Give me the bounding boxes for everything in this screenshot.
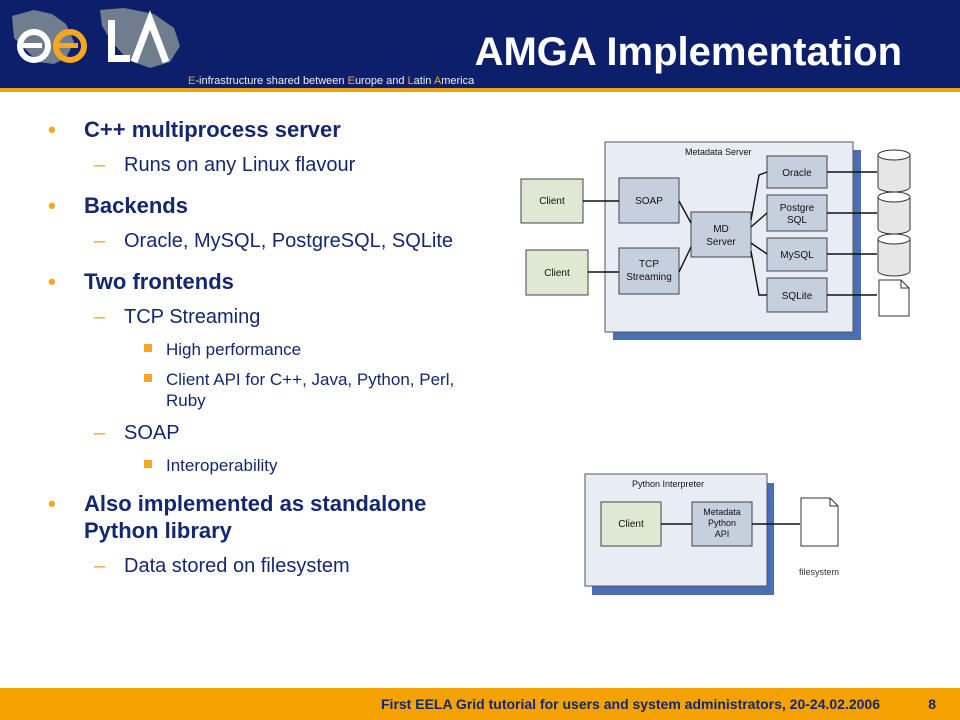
database-icon xyxy=(877,149,911,193)
sub-bullet-item: –Data stored on filesystem xyxy=(94,555,350,577)
header-divider xyxy=(0,88,960,92)
pg-label-line1: Postgre xyxy=(780,203,815,214)
sqlite-label: SQLite xyxy=(782,291,813,302)
python-library-diagram: Python Interpreter Client Metadata Pytho… xyxy=(584,473,839,595)
database-icon xyxy=(877,233,911,277)
postgresql-box xyxy=(766,194,828,232)
sub-bullet-item: –Oracle, MySQL, PostgreSQL, SQLite xyxy=(94,230,454,252)
api-label-line3: API xyxy=(715,529,730,539)
sub-sub-bullet-item: High performance xyxy=(44,339,484,360)
bullet-dash: – xyxy=(94,154,106,176)
bullet-list: •C++ multiprocess server –Runs on any Li… xyxy=(44,108,484,579)
pg-label-line2: SQL xyxy=(787,215,807,226)
tcp-streaming-box xyxy=(618,247,680,295)
bullet-dash: – xyxy=(94,306,106,328)
bullet-dash: – xyxy=(94,422,106,444)
md-label-line2: Server xyxy=(706,237,736,248)
interpreter-label: Python Interpreter xyxy=(632,479,704,489)
oracle-label: Oracle xyxy=(782,168,812,179)
slide-title: AMGA Implementation xyxy=(474,30,902,74)
metadata-server-diagram: Metadata Server Client Client SOAP TCP S… xyxy=(520,141,911,340)
bullet-square xyxy=(144,344,152,352)
footer-bar: First EELA Grid tutorial for users and s… xyxy=(0,688,960,720)
bullet-item: •C++ multiprocess server xyxy=(48,117,341,142)
api-label-line2: Python xyxy=(708,518,736,528)
python-api-box xyxy=(691,501,753,547)
oracle-box xyxy=(766,155,828,189)
bullet-item: •Also implemented as standalone Python l… xyxy=(48,491,427,543)
tcp-label-line2: Streaming xyxy=(626,272,672,283)
sub-bullet-item: –TCP Streaming xyxy=(94,306,261,328)
file-icon xyxy=(800,497,839,547)
bullet-item: •Two frontends xyxy=(48,269,234,294)
bullet-item: •Backends xyxy=(48,193,188,218)
client-box xyxy=(525,249,589,296)
soap-label: SOAP xyxy=(635,196,663,207)
client-label: Client xyxy=(544,268,570,279)
mysql-label: MySQL xyxy=(780,250,814,261)
client-box xyxy=(520,178,584,224)
bullet-dot: • xyxy=(48,491,56,516)
filesystem-label: filesystem xyxy=(799,567,839,577)
tagline: E-infrastructure shared between Europe a… xyxy=(188,75,475,87)
bullet-dot: • xyxy=(48,193,56,218)
bullet-dash: – xyxy=(94,555,106,577)
sub-bullet-item: –Runs on any Linux flavour xyxy=(94,154,356,176)
server-label: Metadata Server xyxy=(685,147,752,157)
file-icon xyxy=(878,279,910,317)
client-label: Client xyxy=(618,519,644,530)
bullet-dot: • xyxy=(48,117,56,142)
md-server-box xyxy=(690,211,752,258)
soap-box xyxy=(618,177,680,224)
database-icon xyxy=(877,191,911,235)
bullet-dash: – xyxy=(94,230,106,252)
sub-bullet-item: –SOAP xyxy=(94,422,180,444)
api-label-line1: Metadata xyxy=(703,507,741,517)
eela-logo xyxy=(12,8,180,68)
connector-lines xyxy=(583,171,877,296)
md-label-line1: MD xyxy=(713,224,729,235)
client-box xyxy=(600,501,662,547)
footer-text: First EELA Grid tutorial for users and s… xyxy=(381,696,880,712)
sub-sub-bullet-item: Interoperability xyxy=(44,455,484,476)
tcp-label-line1: TCP xyxy=(639,259,659,270)
bullet-square xyxy=(144,374,152,382)
sub-sub-bullet-item: Client API for C++, Java, Python, Perl, … xyxy=(44,369,484,411)
mysql-box xyxy=(766,237,828,272)
page-number: 8 xyxy=(928,696,936,712)
bullet-dot: • xyxy=(48,269,56,294)
bullet-square xyxy=(144,460,152,468)
client-label: Client xyxy=(539,196,565,207)
